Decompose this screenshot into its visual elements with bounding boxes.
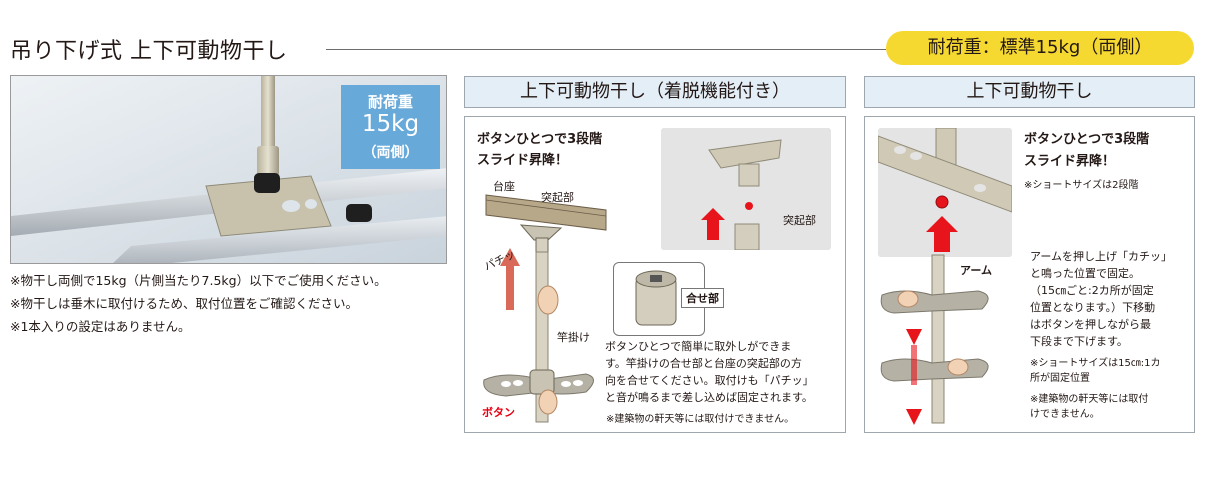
- label-mating-part: 合せ部: [681, 288, 724, 308]
- panel1-headline-2: スライド昇降！: [477, 153, 569, 168]
- panel2-arm-illustration: [880, 254, 989, 425]
- panel2-desc-line-3: （15㎝ごと:2カ所が固定: [1030, 284, 1154, 297]
- panel1-desc-line-2: す。竿掛けの合せ部と台座の突起部の方: [605, 357, 802, 370]
- panel2-desc-line-5: はボタンを押しながら最: [1030, 318, 1151, 331]
- panel1-desc-line-3: 向を合せてください。取付けも「パチッ」: [605, 374, 814, 387]
- panel2-description: アームを押し上げ「カチッ」 と鳴った位置で固定。 （15㎝ごと:2カ所が固定 位…: [1030, 248, 1172, 350]
- panel1-description: ボタンひとつで簡単に取外しができま す。竿掛けの合せ部と台座の突起部の方 向を合…: [605, 338, 814, 406]
- load-tag-value: 15kg: [361, 111, 420, 137]
- note-mounting: ※物干しは垂木に取付けるため、取付位置をご確認ください。: [10, 296, 358, 311]
- panel1-desc-line-1: ボタンひとつで簡単に取外しができま: [605, 340, 792, 353]
- panel2-detail-photo: [878, 128, 1012, 257]
- panel2-title: 上下可動物干し: [864, 76, 1195, 108]
- panel2-headline-2: スライド昇降！: [1024, 154, 1116, 169]
- load-capacity-badge: 耐荷重：標準15kg（両側）: [886, 31, 1194, 65]
- note-load: ※物干し両側で15kg（片側当たり7.5kg）以下でご使用ください。: [10, 273, 387, 288]
- label-pole-hanger: 竿掛け: [557, 331, 590, 344]
- panel1-footnote: ※建築物の軒天等には取付けできません。: [606, 414, 795, 425]
- label-protrusion: 突起部: [541, 191, 574, 204]
- panel2-note-short: ※ショートサイズは15㎝:1カ 所が固定位置: [1030, 356, 1161, 386]
- page-title: 吊り下げ式 上下可動物干し: [10, 39, 288, 64]
- note-single: ※1本入りの設定はありません。: [10, 319, 191, 334]
- title-divider: [326, 49, 886, 50]
- panel2-desc-line-4: 位置となります。）下移動: [1030, 301, 1156, 314]
- panel1-detail-photo: [661, 128, 831, 250]
- panel2-headline-1: ボタンひとつで3段階: [1024, 132, 1150, 147]
- panel2-desc-line-1: アームを押し上げ「カチッ」: [1030, 250, 1173, 263]
- panel2-desc-line-2: と鳴った位置で固定。: [1030, 267, 1140, 280]
- label-arm: アーム: [960, 264, 993, 277]
- load-capacity-tag: 耐荷重 15kg （両側）: [341, 85, 440, 169]
- panel2-desc-line-6: 下段まで下げます。: [1030, 335, 1128, 348]
- label-protrusion-2: 突起部: [783, 214, 816, 227]
- arm-button-photo: [878, 128, 1012, 257]
- panel2-note-short-line-1: ※ショートサイズは15㎝:1カ: [1030, 358, 1161, 369]
- load-tag-label: 耐荷重: [367, 93, 413, 111]
- panel1-headline-1: ボタンひとつで3段階: [477, 132, 603, 147]
- label-button: ボタン: [482, 406, 515, 419]
- panel2-note-short-line-2: 所が固定位置: [1030, 373, 1090, 384]
- panel2-note-eaves-line-2: けできません。: [1030, 409, 1100, 420]
- label-base: 台座: [493, 180, 515, 193]
- panel1-install-illustration: [483, 194, 661, 423]
- load-tag-side: （両側）: [362, 145, 419, 161]
- base-protrusion-photo: [661, 128, 831, 250]
- panel1-desc-line-4: と音が鳴るまで差し込めば固定されます。: [605, 391, 813, 404]
- panel2-short-note: ※ショートサイズは2段階: [1024, 180, 1139, 191]
- panel2-note-eaves: ※建築物の軒天等には取付 けできません。: [1030, 392, 1148, 422]
- panel2-note-eaves-line-1: ※建築物の軒天等には取付: [1030, 394, 1149, 405]
- mating-part-illustration: [635, 270, 677, 326]
- panel1-title: 上下可動物干し（着脱機能付き）: [464, 76, 846, 108]
